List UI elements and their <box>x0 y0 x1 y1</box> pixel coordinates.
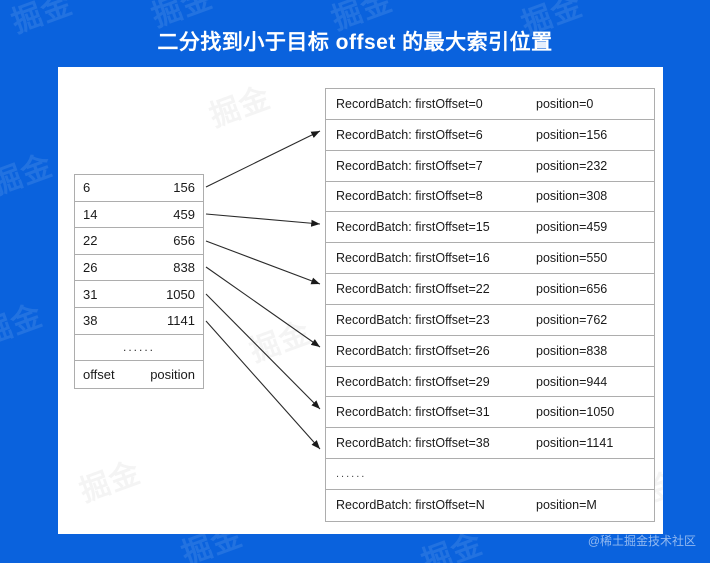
watermark-text: 掘金 <box>242 308 315 371</box>
record-batch-row[interactable]: RecordBatch: firstOffset=7 position=232 <box>326 151 654 182</box>
record-batch-row[interactable]: RecordBatch: firstOffset=23 position=762 <box>326 305 654 336</box>
index-position: 156 <box>173 180 195 196</box>
record-batch-row[interactable]: RecordBatch: firstOffset=6 position=156 <box>326 120 654 151</box>
watermark-text: 掘金 <box>0 299 47 352</box>
record-batch-position: position=M <box>536 498 597 513</box>
record-batch-position: position=656 <box>536 281 608 296</box>
index-position: 459 <box>173 206 195 222</box>
index-row-ellipsis: ...... <box>75 335 203 362</box>
record-batch-row[interactable]: RecordBatch: firstOffset=38 position=114… <box>326 428 654 460</box>
credit-watermark: @稀土掘金技术社区 <box>587 534 696 548</box>
index-header-offset: offset <box>83 366 115 382</box>
record-batch-position: position=156 <box>536 127 608 142</box>
record-batch-row[interactable]: RecordBatch: firstOffset=22 position=656 <box>326 274 654 305</box>
record-batch-offset: RecordBatch: firstOffset=31 <box>336 405 490 420</box>
record-batch-row-ellipsis: ...... <box>326 459 654 490</box>
record-batch-offset: RecordBatch: firstOffset=15 <box>336 220 490 235</box>
index-row[interactable]: 6 156 <box>75 175 203 202</box>
index-header-row: offset position <box>75 361 203 388</box>
record-batch-row[interactable]: RecordBatch: firstOffset=0 position=0 <box>326 89 654 120</box>
index-position: 1141 <box>167 313 195 329</box>
record-batch-position: position=232 <box>536 158 608 173</box>
record-batch-row[interactable]: RecordBatch: firstOffset=8 position=308 <box>326 182 654 213</box>
record-batch-position: position=308 <box>536 189 608 204</box>
index-row[interactable]: 22 656 <box>75 228 203 255</box>
record-batch-row[interactable]: RecordBatch: firstOffset=29 position=944 <box>326 367 654 398</box>
record-batch-position: position=944 <box>536 374 608 389</box>
record-batch-offset: RecordBatch: firstOffset=16 <box>336 251 490 266</box>
record-batch-row[interactable]: RecordBatch: firstOffset=16 position=550 <box>326 243 654 275</box>
record-batch-offset: RecordBatch: firstOffset=22 <box>336 281 490 296</box>
record-batch-position: position=459 <box>536 220 608 235</box>
record-batch-offset: RecordBatch: firstOffset=23 <box>336 312 490 327</box>
record-batch-offset: RecordBatch: firstOffset=6 <box>336 127 483 142</box>
index-position: 656 <box>173 233 195 249</box>
record-batch-offset: RecordBatch: firstOffset=29 <box>336 374 490 389</box>
record-batch-offset: RecordBatch: firstOffset=N <box>336 498 485 513</box>
record-batch-row[interactable]: RecordBatch: firstOffset=31 position=105… <box>326 397 654 429</box>
record-batch-offset: RecordBatch: firstOffset=26 <box>336 343 490 358</box>
record-batch-ellipsis-label: ...... <box>336 468 367 481</box>
watermark-text: 掘金 <box>202 73 275 136</box>
record-batch-offset: RecordBatch: firstOffset=38 <box>336 436 490 451</box>
record-batch-position: position=0 <box>536 96 594 111</box>
arrow-offset-6 <box>205 130 321 188</box>
index-row[interactable]: 31 1050 <box>75 281 203 308</box>
index-table: 6 156 14 459 22 656 26 838 31 1050 38 11… <box>74 174 204 389</box>
record-batch-position: position=1050 <box>536 405 615 420</box>
index-ellipsis-label: ...... <box>122 340 155 355</box>
record-batch-offset: RecordBatch: firstOffset=8 <box>336 189 483 204</box>
record-batch-table: RecordBatch: firstOffset=0 position=0 Re… <box>325 88 655 522</box>
index-position: 838 <box>173 260 195 276</box>
record-batch-row-last[interactable]: RecordBatch: firstOffset=N position=M <box>326 490 654 521</box>
index-row[interactable]: 26 838 <box>75 255 203 282</box>
watermark-text: 掘金 <box>0 149 57 202</box>
index-offset: 38 <box>83 313 98 329</box>
index-offset: 6 <box>83 180 91 196</box>
record-batch-position: position=550 <box>536 251 608 266</box>
index-offset: 26 <box>83 260 98 276</box>
diagram-card: 掘金 掘金 掘金 掘金 掘金 掘金 6 156 14 459 22 <box>58 67 663 534</box>
record-batch-position: position=762 <box>536 312 608 327</box>
index-offset: 14 <box>83 206 98 222</box>
watermark-text: 掘金 <box>72 448 145 511</box>
record-batch-position: position=1141 <box>536 436 614 451</box>
index-row[interactable]: 38 1141 <box>75 308 203 335</box>
record-batch-offset: RecordBatch: firstOffset=7 <box>336 158 483 173</box>
index-position: 1050 <box>166 286 195 302</box>
index-offset: 31 <box>83 286 98 302</box>
record-batch-position: position=838 <box>536 343 608 358</box>
index-offset: 22 <box>83 233 98 249</box>
record-batch-row[interactable]: RecordBatch: firstOffset=26 position=838 <box>326 336 654 367</box>
record-batch-row[interactable]: RecordBatch: firstOffset=15 position=459 <box>326 212 654 244</box>
arrow-offset-22 <box>205 240 321 285</box>
index-row[interactable]: 14 459 <box>75 202 203 229</box>
page-title: 二分找到小于目标 offset 的最大索引位置 <box>157 31 553 55</box>
record-batch-offset: RecordBatch: firstOffset=0 <box>336 96 483 111</box>
arrow-offset-14 <box>205 213 321 227</box>
index-header-position: position <box>150 366 195 382</box>
